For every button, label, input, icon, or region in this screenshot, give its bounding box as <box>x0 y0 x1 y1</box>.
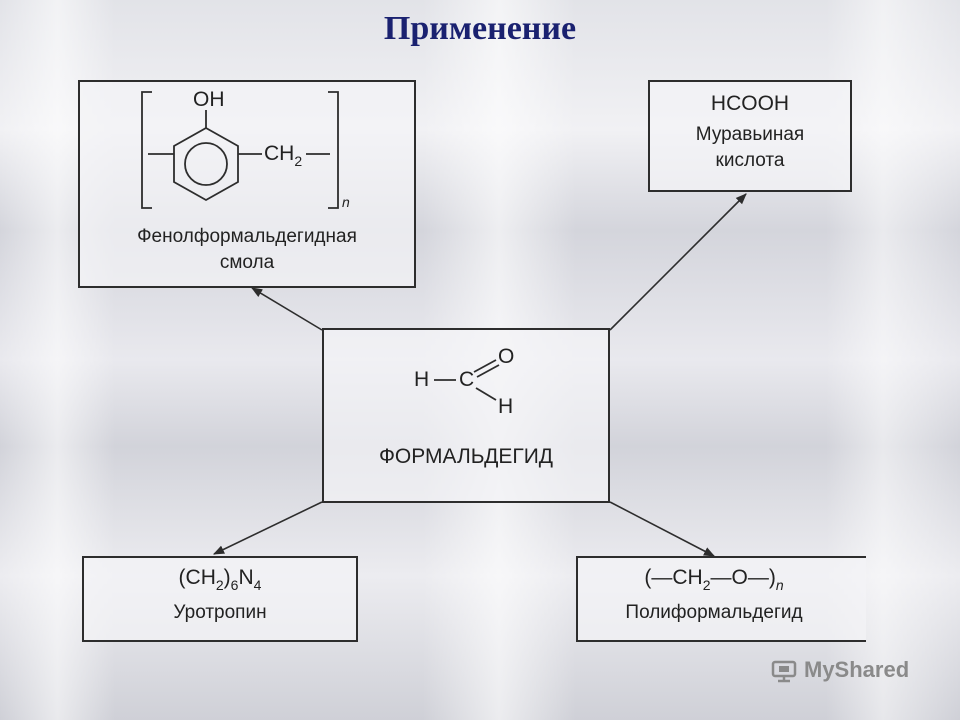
n-subscript: n <box>342 194 350 210</box>
left-bracket <box>141 91 152 209</box>
urotropin-caption: Уротропин <box>173 602 267 623</box>
formic-acid-formula: HCOOH <box>710 92 790 115</box>
oh-label: OH <box>193 88 225 111</box>
urotropin-formula: (CH2)6N4 <box>178 566 262 593</box>
arrow-to-formic-acid <box>609 193 747 331</box>
c-o-double-bond-2 <box>476 364 500 378</box>
slide-title: Применение <box>383 10 577 47</box>
formic-acid-box <box>648 80 852 192</box>
arrow-to-polyformaldehyde <box>609 501 715 557</box>
aromatic-circle <box>184 142 228 186</box>
formic-acid-caption: Муравьиная кислота <box>695 124 805 171</box>
resin-caption: Фенолформальдегидная смола <box>137 226 357 273</box>
resin-box <box>78 80 416 288</box>
formaldehyde-box <box>322 328 610 503</box>
formula-h-left: H <box>414 368 430 391</box>
formula-o: O <box>498 345 515 368</box>
formaldehyde-label: ФОРМАЛЬДЕГИД <box>378 445 554 468</box>
c-o-double-bond-1 <box>473 359 497 373</box>
polyformaldehyde-formula: (—CH2—O—)n <box>644 566 784 593</box>
watermark-text: MyShared <box>804 657 910 682</box>
urotropin-box <box>82 556 358 642</box>
polyformaldehyde-caption: Полиформальдегид <box>625 602 803 623</box>
arrow-to-resin <box>251 287 323 331</box>
watermark: MyShared <box>770 656 909 684</box>
benzene-ring <box>173 126 239 202</box>
myshared-logo-icon <box>771 660 797 683</box>
polyformaldehyde-box <box>576 556 866 642</box>
formula-h-right: H <box>498 395 514 418</box>
ch2-label: CH2 <box>264 142 303 169</box>
formula-c: C <box>459 368 475 391</box>
c-h-bond <box>475 387 497 401</box>
arrow-to-urotropin <box>212 501 323 555</box>
right-bracket <box>328 91 339 209</box>
